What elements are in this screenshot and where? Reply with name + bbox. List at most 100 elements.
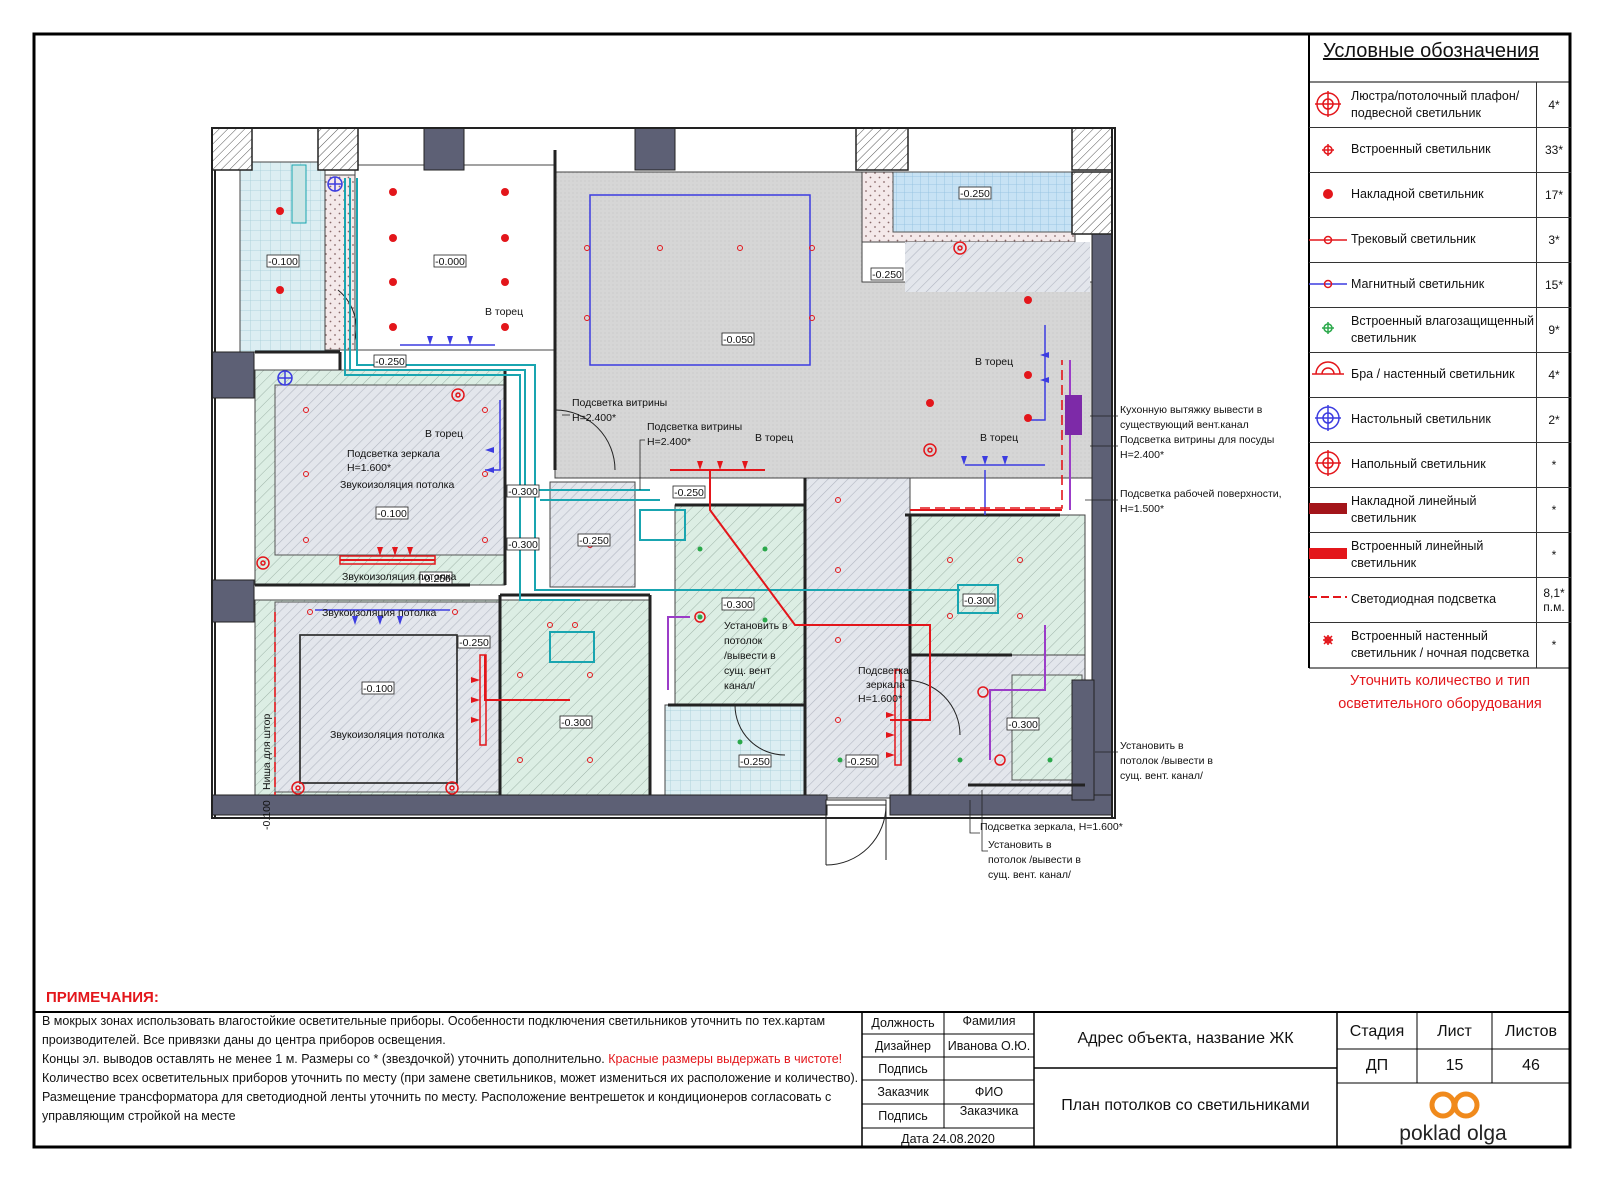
room-kitchen <box>905 242 1090 292</box>
legend-label: Светодиодная подсветка <box>1351 592 1497 606</box>
label-h1600: H=1.600* <box>347 462 391 474</box>
legend-title: Условные обозначения <box>1322 40 1540 62</box>
svg-text:сущ. вент: сущ. вент <box>724 665 771 677</box>
legend-count: 9* <box>1536 307 1571 352</box>
svg-text:Установить в: Установить в <box>1120 740 1184 752</box>
level-mark: -0.300 <box>964 595 994 607</box>
tb-sheet-title: План потолков со светильниками <box>1061 1097 1310 1114</box>
legend-label: Магнитный светильник <box>1351 277 1485 291</box>
legend-count: 4* <box>1536 352 1571 397</box>
note-paragraph: Размещение трансформатора для светодиодн… <box>42 1090 832 1123</box>
tb-sheet-number: 15 <box>1445 1057 1464 1074</box>
svg-text:зеркала: зеркала <box>866 679 905 691</box>
label-v-torec: В торец <box>425 428 463 440</box>
chandeliers <box>256 241 1006 795</box>
legend-count: * <box>1536 487 1571 532</box>
note-paragraph: В мокрых зонах использовать влагостойкие… <box>42 1014 826 1047</box>
legend-count: 8,1* п.м. <box>1536 577 1571 622</box>
legend-label: Встроенный линейный светильник <box>1351 538 1484 570</box>
level-mark: -0.250 <box>375 356 405 368</box>
tb-designer: Дизайнер <box>875 1039 931 1053</box>
table-lamp-icon <box>1315 405 1341 431</box>
note-warning: Красные размеры выдержать в чистоте! <box>608 1052 843 1066</box>
label-zvuk: Звукоизоляция потолка <box>340 479 455 491</box>
legend-row: Светодиодная подсветка 8,1* п.м. <box>1309 577 1571 623</box>
legend-count: 15* <box>1536 262 1571 307</box>
floor-lamp-icon <box>1315 450 1341 476</box>
magnetic-track-frame <box>589 194 811 366</box>
svg-text:H=2.400*: H=2.400* <box>1120 449 1164 461</box>
legend-row: Встроенный настенный светильник / ночная… <box>1309 622 1571 668</box>
note-paragraph: Концы эл. выводов оставлять не менее 1 м… <box>42 1050 862 1069</box>
night-light-icon <box>1323 635 1333 645</box>
level-mark: -0.250 <box>459 637 489 649</box>
legend-label: Накладной светильник <box>1351 187 1484 201</box>
label-zvuk: Звукоизоляция потолка <box>322 607 437 619</box>
label-mirror: Подсветка зеркала <box>347 448 440 460</box>
svg-text:H=1.500*: H=1.500* <box>1120 503 1164 515</box>
level-mark: -0.250 <box>579 535 609 547</box>
legend-row: Напольный светильник* <box>1309 442 1571 488</box>
svg-text:Подсветка зеркала, H=1.600*: Подсветка зеркала, H=1.600* <box>980 821 1123 833</box>
svg-text:H=1.600*: H=1.600* <box>858 693 902 705</box>
sconce-icon <box>1312 361 1344 375</box>
room-dressing <box>499 599 651 796</box>
label-v-torec: В торец <box>975 356 1013 368</box>
chandelier-icon <box>1315 91 1341 117</box>
track-light-icon <box>1309 235 1347 245</box>
tb-date: Дата 24.08.2020 <box>901 1132 995 1146</box>
logo-text: poklad olga <box>1399 1122 1507 1145</box>
svg-text:/вывести в: /вывести в <box>724 650 776 662</box>
tb-stage-header: Стадия <box>1349 1023 1405 1040</box>
tb-client: Заказчик <box>877 1085 929 1099</box>
svg-text:Подсветка витрины для посуды: Подсветка витрины для посуды <box>1120 434 1274 446</box>
tb-stage: ДП <box>1365 1057 1389 1074</box>
legend-note: Уточнить количество и тип осветительного… <box>1338 673 1542 712</box>
svg-text:Кухонную вытяжку вывести в: Кухонную вытяжку вывести в <box>1120 404 1263 416</box>
label-h2400: H=2.400* <box>647 436 691 448</box>
notes-title: ПРИМЕЧАНИЯ: <box>46 989 159 1006</box>
level-mark: -0.300 <box>508 539 538 551</box>
legend-row: Магнитный светильник 15* <box>1309 262 1571 308</box>
legend-row: Встроенный линейный светильник* <box>1309 532 1571 578</box>
tb-role-header: Должность <box>871 1016 935 1030</box>
legend-count: 4* <box>1536 82 1571 127</box>
level-mark: -0.300 <box>1008 719 1038 731</box>
legend-label: Настольный светильник <box>1351 412 1491 426</box>
recessed-linear-icon <box>1309 548 1347 559</box>
legend-label: Встроенный влагозащищенный светильник <box>1351 313 1534 345</box>
label-h2400: H=2.400* <box>572 412 616 424</box>
legend-row: Накладной линейный светильник* <box>1309 487 1571 533</box>
logo: poklad olga <box>1399 1091 1507 1145</box>
sheet-border <box>32 32 1572 1149</box>
recessed-light-icon <box>1322 144 1334 156</box>
svg-text:Ниша для штор: Ниша для штор <box>261 714 273 790</box>
tb-client-name: ФИО <box>974 1085 1004 1099</box>
legend-label: Встроенный настенный светильник / ночная… <box>1351 629 1530 660</box>
svg-text:потолок /вывести в: потолок /вывести в <box>988 854 1081 866</box>
level-mark: -0.250 <box>740 756 770 768</box>
tb-sign: Подпись <box>878 1062 928 1076</box>
level-mark: -0.000 <box>435 256 465 268</box>
note-paragraph: Количество всех осветительных приборов у… <box>42 1071 859 1085</box>
tb-sheets-header: Листов <box>1505 1023 1557 1040</box>
label-vitrina: Подсветка витрины <box>572 397 667 409</box>
label-ustanovit: Установить в <box>724 620 788 632</box>
legend-count: * <box>1536 622 1571 668</box>
waterproof-lights <box>697 546 1053 763</box>
label-v-torec: В торец <box>485 306 523 318</box>
legend-count: * <box>1536 442 1571 487</box>
legend-label: Бра / настенный светильник <box>1351 367 1515 381</box>
tb-sheet-header: Лист <box>1437 1023 1472 1040</box>
level-mark: -0.250 <box>960 188 990 200</box>
tb-sign: Подпись <box>878 1109 928 1123</box>
title-block-grid <box>34 1011 1570 1147</box>
level-mark: -0.250 <box>674 487 704 499</box>
svg-text:потолок: потолок <box>724 635 763 647</box>
